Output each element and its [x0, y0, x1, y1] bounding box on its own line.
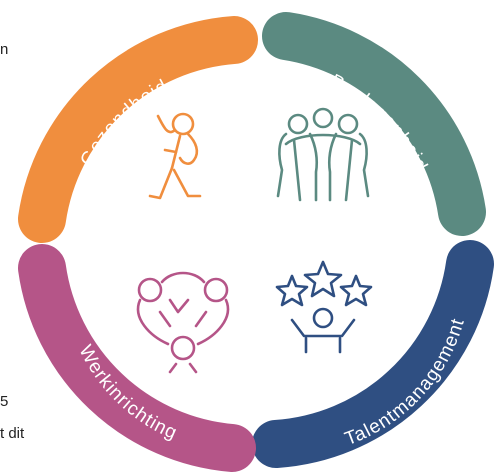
- segment-werkinrichting: Werkinrichting: [18, 244, 256, 472]
- person-with-stars-icon: [275, 260, 373, 354]
- segment-bevlogenheid: Bevlogenheid: [262, 12, 486, 236]
- segment-gezondheid: Gezondheid: [18, 16, 258, 243]
- team-huddle-icon: [276, 107, 370, 202]
- stretching-person-icon: [148, 112, 202, 200]
- arc-bevlogenheid: [262, 12, 486, 236]
- segment-talentmanagement: Talentmanagement: [252, 240, 494, 468]
- cropped-text-fragment: 5: [0, 393, 9, 410]
- collaboration-circle-icon: [136, 271, 230, 374]
- arc-werkinrichting: [18, 244, 256, 472]
- arc-gezondheid: [18, 16, 258, 243]
- cropped-text-fragment: n: [0, 41, 9, 58]
- arc-talentmanagement: [252, 240, 494, 468]
- cropped-text-fragment: t dit: [0, 425, 25, 442]
